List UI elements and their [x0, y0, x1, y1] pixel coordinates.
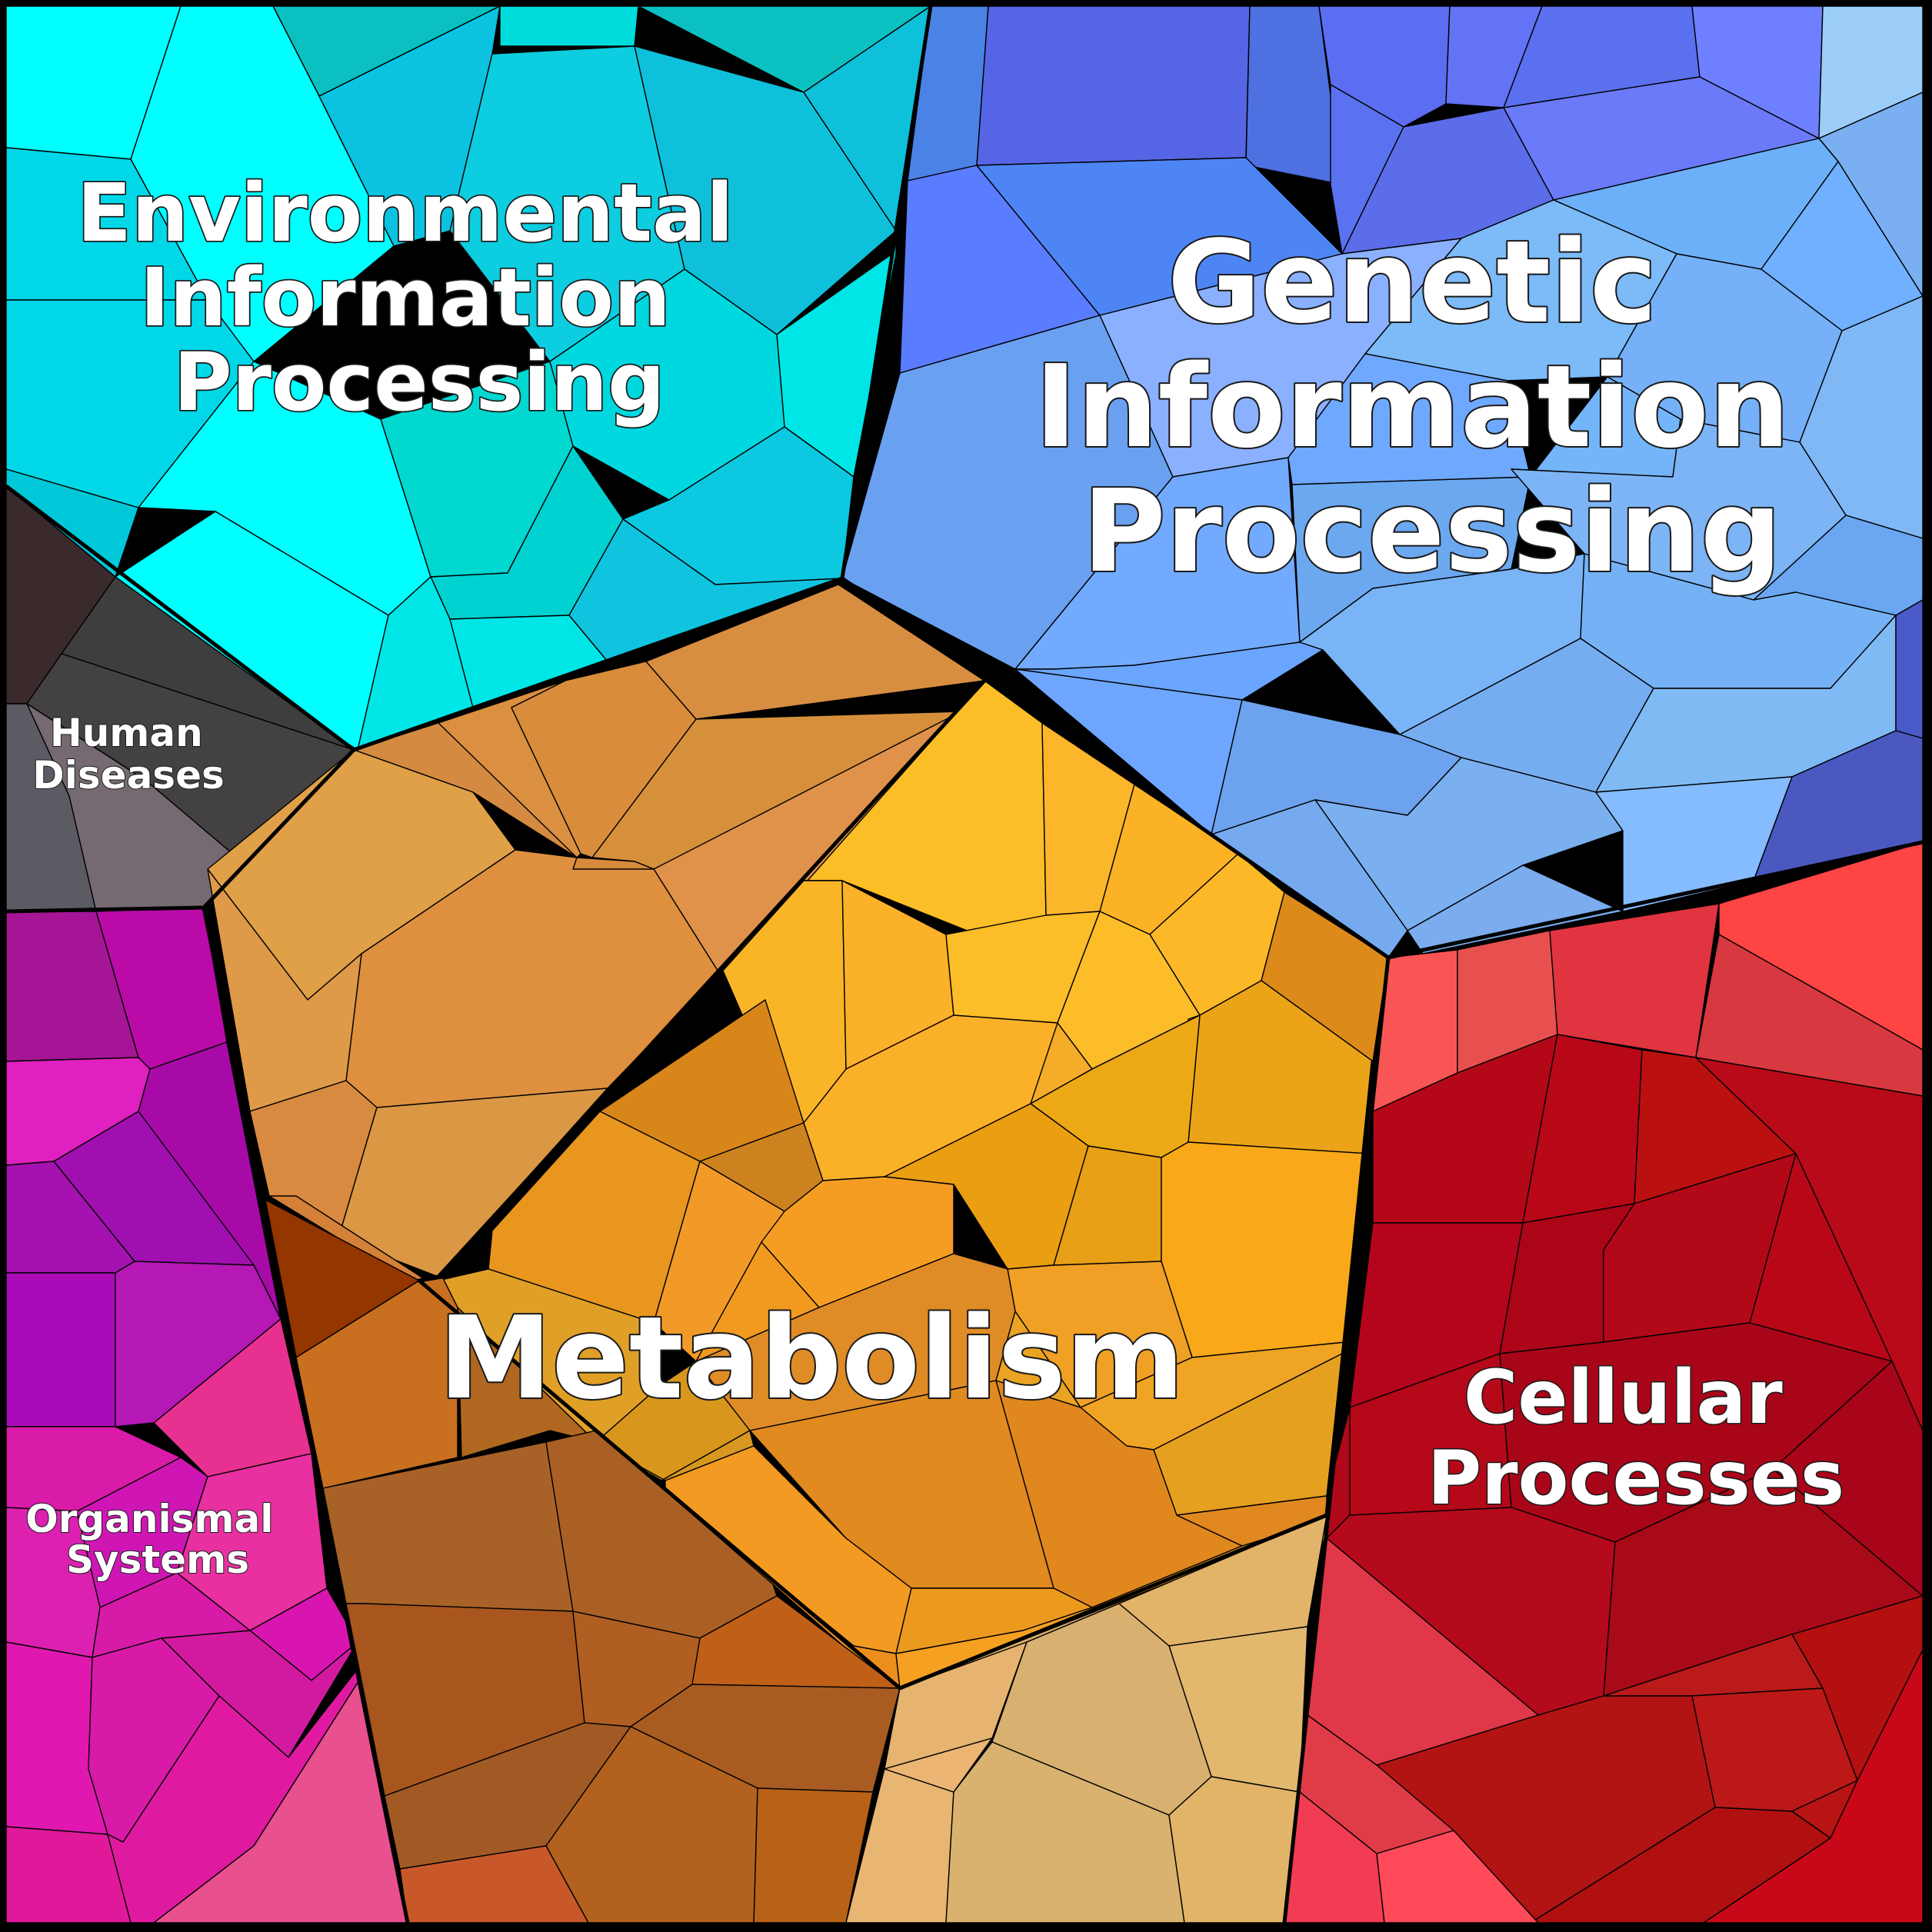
label-genetic: Genetic Information Processing	[1034, 216, 1830, 598]
label-cellular: Cellular Processes	[1427, 1354, 1844, 1521]
region-cellular-cells	[1284, 841, 1924, 1924]
label-environmental: Environmental Information Processing	[77, 166, 761, 429]
label-metabolism: Metabolism	[438, 1292, 1184, 1424]
region-human-cells	[5, 485, 355, 912]
region-labels: Environmental Information Processing Gen…	[25, 165, 1845, 1583]
region-environmental-cells	[5, 5, 931, 751]
region-organismal-cells	[5, 907, 408, 1924]
region-genetic-cells	[841, 5, 1924, 958]
label-organismal: Organismal Systems	[25, 1497, 287, 1582]
label-human: Human Diseases	[32, 711, 225, 798]
region-metabolism-cells	[207, 584, 1389, 1924]
